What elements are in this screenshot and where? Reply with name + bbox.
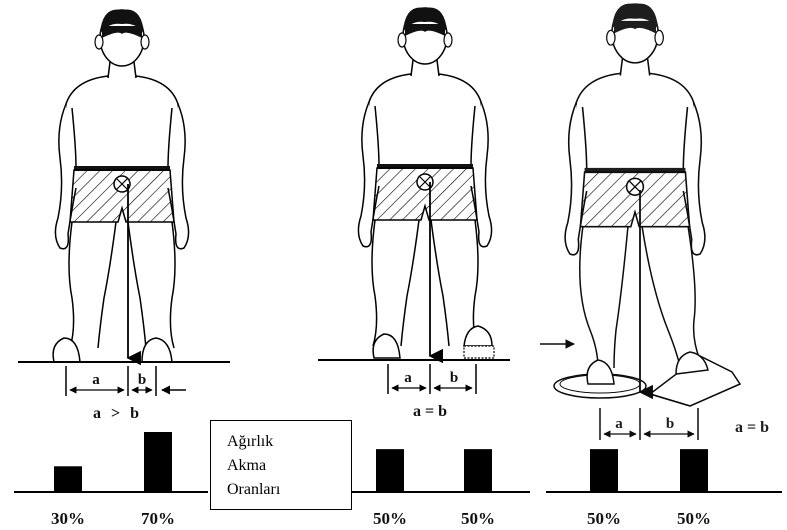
bar-percent-label: 50% xyxy=(587,509,621,528)
bar-percent-label: 50% xyxy=(461,509,495,528)
bar-percent-label: 50% xyxy=(373,509,407,528)
dimension-1: a b xyxy=(66,366,186,396)
weight-bar xyxy=(590,449,618,492)
relation-label: a > b xyxy=(93,405,139,422)
legend-line-3: Oranları xyxy=(227,481,280,499)
heel-lift-2 xyxy=(464,346,494,358)
legs-1 xyxy=(69,222,175,348)
legend-line-1: Ağırlık xyxy=(227,433,273,451)
weight-bars: 30% 70% 50% 50% 50% 50% xyxy=(14,432,782,528)
weight-bar xyxy=(680,449,708,492)
leg-left-3 xyxy=(580,226,598,368)
left-foot-2 xyxy=(373,334,400,358)
panel-2: a b a = b xyxy=(318,8,510,421)
segment-b-label: b xyxy=(666,416,674,432)
right-foot-2 xyxy=(464,326,492,346)
left-foot-1 xyxy=(53,338,80,362)
figure-1 xyxy=(55,10,188,249)
weight-bar xyxy=(376,449,404,492)
right-foot-3 xyxy=(676,352,708,374)
figure-3 xyxy=(565,4,705,255)
panel-3: a b a = b xyxy=(540,4,769,440)
dimension-3: a b xyxy=(600,408,698,440)
segment-b-label: b xyxy=(450,370,458,386)
weight-bar xyxy=(54,466,82,492)
relation-label: a = b xyxy=(413,403,447,420)
segment-a-label: a xyxy=(404,370,412,386)
bar-percent-label: 50% xyxy=(677,509,711,528)
legs-2 xyxy=(372,220,478,346)
bar-percent-label: 70% xyxy=(141,509,175,528)
left-foot-3 xyxy=(587,360,614,384)
dimension-2: a b xyxy=(388,364,476,394)
relation-label: a = b xyxy=(735,419,769,436)
weight-bar xyxy=(464,449,492,492)
legend-line-2: Akma xyxy=(227,457,266,475)
weight-bar xyxy=(144,432,172,492)
panel-1: a b a > b xyxy=(18,10,230,423)
segment-a-label: a xyxy=(615,416,623,432)
segment-a-label: a xyxy=(92,372,100,388)
bar-percent-label: 30% xyxy=(51,509,85,528)
right-foot-1 xyxy=(142,338,172,362)
figure-2 xyxy=(358,8,491,247)
segment-b-label: b xyxy=(138,372,146,388)
legend-box: Ağırlık Akma Oranları xyxy=(210,420,352,510)
